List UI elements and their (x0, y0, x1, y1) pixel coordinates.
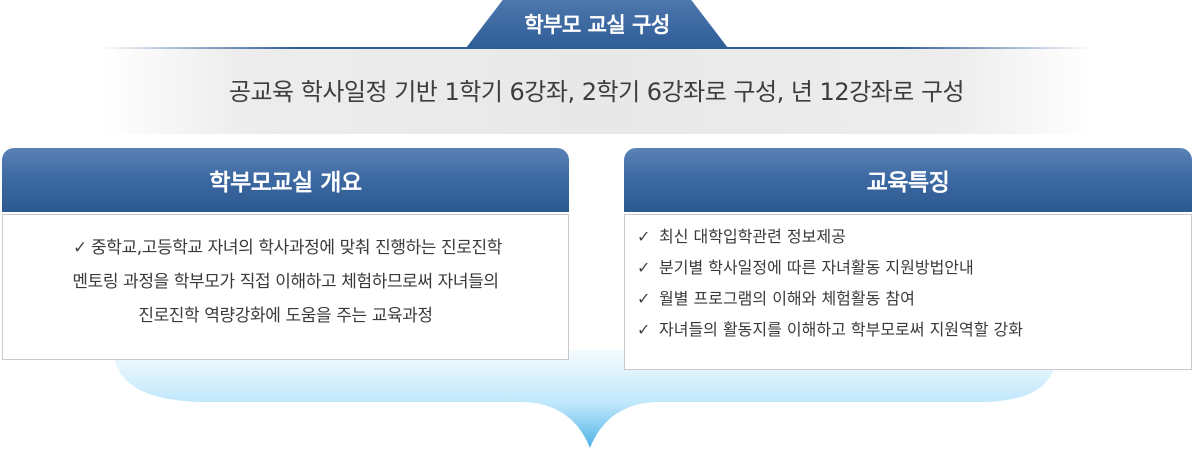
page-title: 학부모 교실 구성 (466, 0, 728, 48)
overview-line-1: ✓중학교,고등학교 자녀의 학사과정에 맞춰 진행하는 진로진학 (17, 231, 554, 265)
overview-line-2: 멘토링 과정을 학부모가 직접 이해하고 체험하므로써 자녀들의 (72, 272, 499, 292)
check-icon: ✓ (637, 258, 651, 277)
check-icon: ✓ (637, 289, 651, 308)
features-list: ✓최신 대학입학관련 정보제공 ✓분기별 학사일정에 따른 자녀활동 지원방법안… (637, 221, 1191, 345)
features-panel-body: ✓최신 대학입학관련 정보제공 ✓분기별 학사일정에 따른 자녀활동 지원방법안… (624, 214, 1192, 370)
summary-text: 공교육 학사일정 기반 1학기 6강좌, 2학기 6강좌로 구성, 년 12강좌… (228, 78, 965, 106)
list-item: ✓월별 프로그램의 이해와 체험활동 참여 (637, 283, 1191, 314)
overview-panel-header: 학부모교실 개요 (2, 148, 569, 212)
overview-panel: 학부모교실 개요 ✓중학교,고등학교 자녀의 학사과정에 맞춰 진행하는 진로진… (2, 148, 569, 360)
brace-decoration (113, 350, 1058, 448)
features-panel-header: 교육특징 (624, 148, 1192, 212)
summary-band (100, 48, 1093, 134)
check-icon: ✓ (637, 320, 651, 339)
list-item: ✓분기별 학사일정에 따른 자녀활동 지원방법안내 (637, 252, 1191, 283)
overview-panel-body: ✓중학교,고등학교 자녀의 학사과정에 맞춰 진행하는 진로진학 멘토링 과정을… (2, 214, 569, 360)
check-icon: ✓ (73, 238, 87, 258)
list-item: ✓자녀들의 활동지를 이해하고 학부모로써 지원역할 강화 (637, 314, 1191, 345)
check-icon: ✓ (637, 227, 651, 246)
features-panel: 교육특징 ✓최신 대학입학관련 정보제공 ✓분기별 학사일정에 따른 자녀활동 … (624, 148, 1192, 370)
overview-line-3: 진로진학 역량강화에 도움을 주는 교육과정 (138, 306, 433, 326)
summary-divider (100, 47, 1093, 49)
list-item: ✓최신 대학입학관련 정보제공 (637, 221, 1191, 252)
